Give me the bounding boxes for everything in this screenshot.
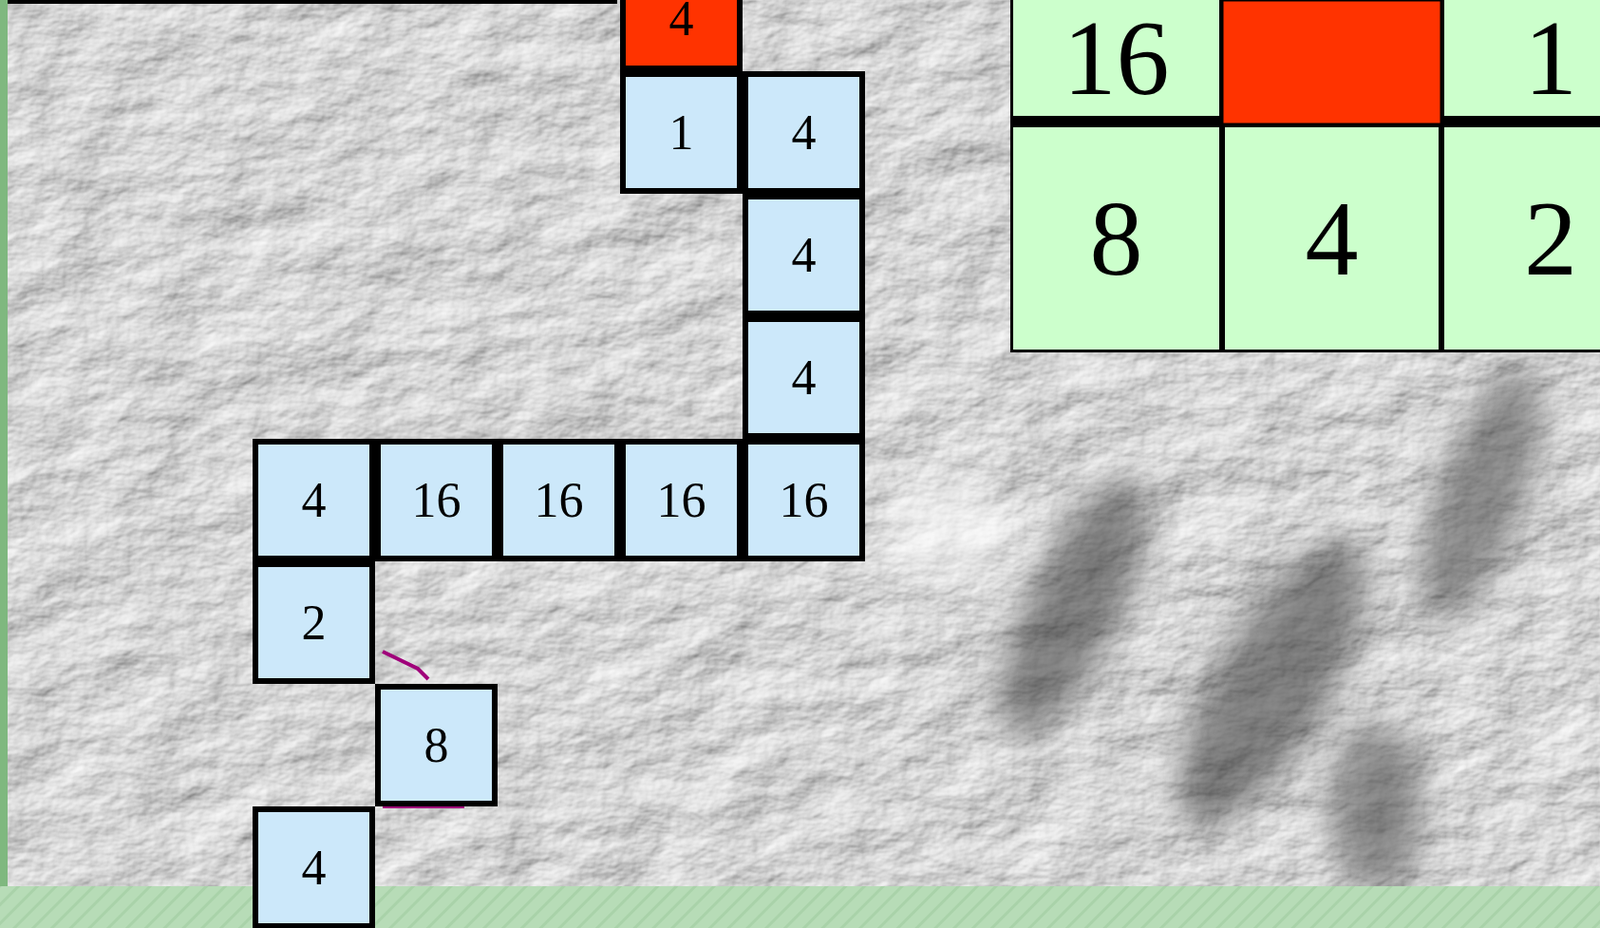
center-cell bbox=[1222, 0, 1442, 125]
flow-cell: 16 bbox=[742, 438, 866, 562]
direction-code-cell: 1 bbox=[1441, 0, 1600, 125]
direction-code-cell: 16 bbox=[1010, 0, 1223, 125]
flow-cell: 1 bbox=[620, 71, 743, 194]
cell-value: 2 bbox=[301, 598, 327, 648]
flow-cell: 4 bbox=[252, 806, 376, 928]
cell-value: 8 bbox=[424, 720, 450, 771]
stream-line bbox=[382, 651, 429, 679]
cell-value: 8 bbox=[1090, 185, 1144, 292]
cell-value: 16 bbox=[1063, 4, 1170, 112]
dark-ridges bbox=[883, 354, 1567, 893]
flow-cell: 2 bbox=[252, 561, 376, 684]
direction-code-cell: 8 bbox=[1010, 124, 1223, 353]
flow-cell: 16 bbox=[620, 438, 743, 562]
flow-cell: 4 bbox=[742, 193, 866, 317]
direction-code-cell: 4 bbox=[1222, 124, 1442, 353]
cell-value: 4 bbox=[791, 108, 817, 158]
flow-cell: 8 bbox=[375, 683, 498, 807]
cell-value: 16 bbox=[657, 475, 707, 526]
cell-value: 4 bbox=[301, 475, 327, 526]
cell-value: 16 bbox=[779, 475, 829, 526]
top-rule bbox=[0, 0, 618, 4]
cell-value: 1 bbox=[1524, 4, 1578, 112]
cell-value: 1 bbox=[669, 108, 695, 158]
flow-cell: 4 bbox=[742, 316, 866, 439]
left-band bbox=[0, 0, 8, 928]
cell-value: 4 bbox=[301, 843, 327, 893]
cell-value: 4 bbox=[791, 353, 817, 403]
flow-cell: 4 bbox=[252, 438, 376, 562]
cell-value: 4 bbox=[669, 0, 695, 44]
cell-value: 2 bbox=[1524, 185, 1578, 292]
flow-cell: 16 bbox=[375, 438, 498, 562]
bottom-band bbox=[0, 885, 1600, 928]
cell-value: 16 bbox=[412, 475, 462, 526]
outlet-cell: 4 bbox=[620, 0, 743, 72]
flow-cell: 16 bbox=[497, 438, 621, 562]
direction-code-cell: 2 bbox=[1441, 124, 1600, 353]
cell-value: 16 bbox=[534, 475, 584, 526]
cell-value: 4 bbox=[791, 230, 817, 281]
cell-value: 4 bbox=[1305, 185, 1359, 292]
flow-cell: 4 bbox=[742, 71, 866, 194]
